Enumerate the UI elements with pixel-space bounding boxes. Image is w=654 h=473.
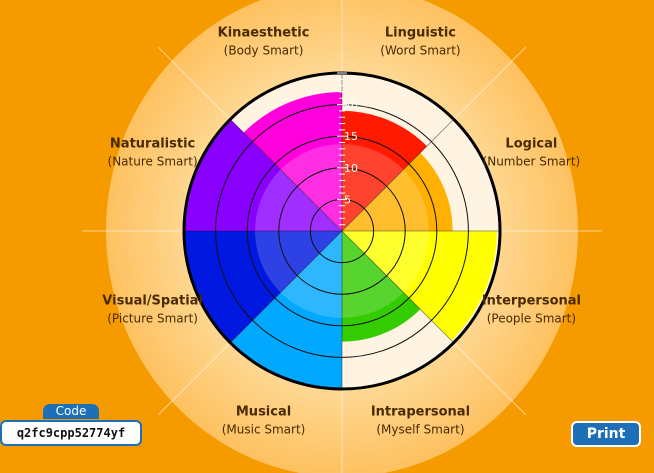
segment-fill-intrapersonal [342, 231, 421, 342]
label-title-musical: Musical [236, 404, 291, 419]
halo-dividers [82, 0, 602, 473]
label-visual-spatial: Visual/Spatial (Picture Smart) [102, 293, 203, 325]
spoke [341, 118, 455, 232]
axis-tick-label: 20 [344, 99, 358, 112]
spoke [229, 230, 343, 344]
segment-logical [342, 152, 453, 231]
segment-fill-logical [342, 152, 453, 231]
halo-divider [453, 46, 527, 120]
segment-fill-visual-spatial [184, 231, 342, 343]
code-tab-label: Code [43, 404, 99, 419]
label-subtitle-logical: (Number Smart) [483, 155, 581, 169]
label-kinaesthetic: Kinaesthetic (Body Smart) [218, 26, 310, 58]
label-subtitle-interpersonal: (People Smart) [487, 311, 576, 325]
segment-fill-musical [230, 231, 342, 389]
segment-intrapersonal [342, 231, 421, 342]
labels-group: Linguistic (Word Smart) Logical (Number Sma… [102, 26, 581, 437]
label-linguistic: Linguistic (Word Smart) [380, 26, 460, 58]
segment-highlight [342, 144, 404, 231]
segment-kinaesthetic [243, 91, 342, 232]
segment-highlight [280, 144, 342, 231]
label-title-kinaesthetic: Kinaesthetic [218, 26, 310, 41]
code-field[interactable]: q2fc9cpp52774yf [0, 420, 142, 446]
label-intrapersonal: Intrapersonal (Myself Smart) [371, 404, 470, 436]
label-subtitle-intrapersonal: (Myself Smart) [376, 422, 464, 436]
rings-group [182, 71, 502, 391]
spoke [229, 118, 343, 232]
halo-divider [157, 46, 231, 120]
label-naturalistic: Naturalistic (Nature Smart) [108, 137, 198, 169]
segment-linguistic [342, 110, 427, 231]
segment-fill-naturalistic [184, 119, 342, 231]
label-title-naturalistic: Naturalistic [110, 137, 195, 152]
segment-fill-linguistic [342, 110, 427, 231]
axis-tick-label: 5 [344, 193, 351, 206]
segment-highlight [255, 231, 342, 293]
scale-axis: 5 10 15 20 [337, 72, 358, 226]
print-button[interactable]: Print [571, 421, 641, 447]
label-title-interpersonal: Interpersonal [482, 293, 581, 308]
segment-highlight [342, 231, 404, 318]
label-subtitle-musical: (Music Smart) [222, 422, 306, 436]
label-subtitle-kinaesthetic: (Body Smart) [224, 44, 304, 58]
segment-highlight [342, 169, 429, 231]
axis-tick-label: 15 [344, 130, 358, 143]
label-subtitle-visual-spatial: (Picture Smart) [107, 311, 198, 325]
label-subtitle-linguistic: (Word Smart) [380, 44, 460, 58]
label-title-visual-spatial: Visual/Spatial [102, 293, 203, 308]
segment-fill-kinaesthetic [243, 91, 342, 232]
label-title-linguistic: Linguistic [385, 26, 456, 41]
segment-naturalistic [184, 119, 342, 231]
label-logical: Logical (Number Smart) [483, 137, 581, 169]
label-title-logical: Logical [505, 137, 557, 152]
segment-musical [230, 231, 342, 389]
label-subtitle-naturalistic: (Nature Smart) [108, 155, 198, 169]
halo-divider [453, 342, 527, 416]
segment-visual-spatial [184, 231, 342, 343]
halo-divider [157, 342, 231, 416]
axis-tick-label: 10 [344, 162, 358, 175]
segment-highlight [342, 231, 429, 293]
label-title-intrapersonal: Intrapersonal [371, 404, 470, 419]
label-interpersonal: Interpersonal (People Smart) [482, 293, 581, 325]
segment-highlight [255, 169, 342, 231]
label-musical: Musical (Music Smart) [222, 404, 306, 436]
segment-highlight [280, 231, 342, 318]
spoke [341, 230, 455, 344]
